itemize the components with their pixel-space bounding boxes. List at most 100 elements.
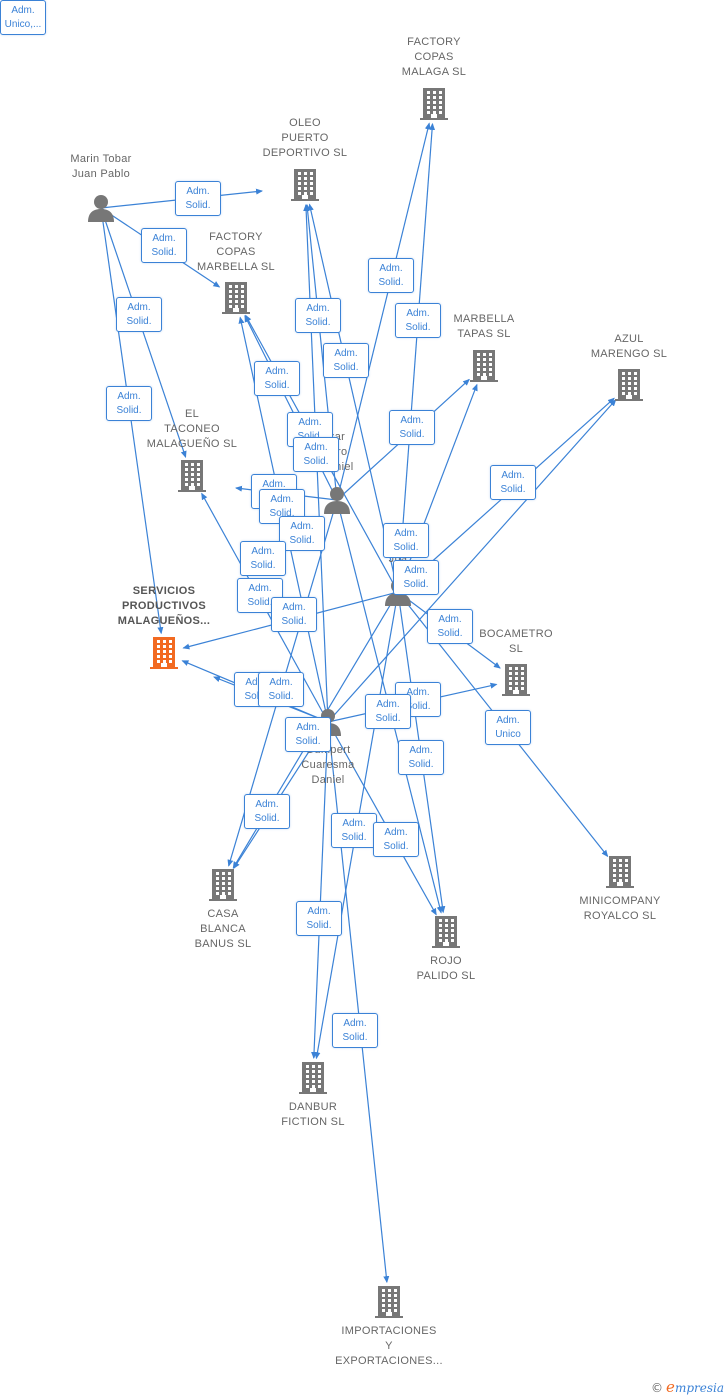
role-badge-line: Adm. — [265, 366, 289, 377]
role-badge[interactable]: Adm.Solid. — [389, 410, 435, 445]
role-badge[interactable]: Adm.Solid. — [373, 822, 419, 857]
role-badge-line: Solid. — [126, 316, 152, 327]
role-badge-line: Solid. — [408, 759, 434, 770]
role-badge[interactable]: Adm.Unico,... — [0, 0, 46, 35]
role-badge[interactable]: Adm.Solid. — [368, 258, 414, 293]
building-icon[interactable] — [290, 168, 320, 207]
role-badge[interactable]: Adm. Solid. — [490, 465, 536, 500]
role-badge[interactable]: Adm.Solid. — [240, 541, 286, 576]
edge-line — [336, 122, 431, 501]
role-badge-line: Solid. — [341, 832, 367, 843]
role-badge-line: Adm. — [270, 494, 294, 505]
node-label-line: FACTORY — [407, 36, 461, 48]
building-icon[interactable] — [177, 459, 207, 498]
role-badge[interactable]: Adm.Solid. — [258, 672, 304, 707]
role-badge[interactable]: Adm.Solid. — [279, 516, 325, 551]
role-badge[interactable]: Adm.Solid. — [293, 437, 339, 472]
node-label-line: SL — [508, 643, 524, 655]
role-badge-line: Solid. — [247, 597, 273, 608]
role-badge[interactable]: Adm.Solid. — [271, 597, 317, 632]
node-label-line: MARENGO SL — [590, 348, 668, 360]
role-badge[interactable]: Adm.Solid. — [175, 181, 221, 216]
node-label-azul[interactable]: AZUL MARENGO SL — [564, 332, 694, 362]
role-badge-line: Solid. — [254, 813, 280, 824]
building-icon[interactable] — [501, 663, 531, 702]
role-badge-line: Adm. — [384, 827, 408, 838]
role-badge-line: Solid. — [151, 247, 177, 258]
role-badge[interactable]: Adm. Unico — [485, 710, 531, 745]
role-badge[interactable]: Adm.Solid. — [383, 523, 429, 558]
building-icon[interactable] — [419, 87, 449, 126]
node-label-line: COPAS — [216, 246, 256, 258]
building-icon[interactable] — [374, 1285, 404, 1324]
role-badge-line: Unico — [495, 729, 521, 740]
role-badge-line: Adm. — [394, 528, 418, 539]
node-label-line: MALAGUEÑOS... — [117, 615, 211, 627]
role-badge[interactable]: Adm.Solid. — [237, 578, 283, 613]
role-badge-line: Adm. — [496, 715, 520, 726]
role-badge[interactable]: Adm.Solid. — [106, 386, 152, 421]
building-icon[interactable] — [605, 855, 635, 894]
person-icon[interactable] — [86, 193, 116, 228]
role-badge[interactable]: Adm.Solid. — [295, 298, 341, 333]
node-label-line: Cuaresma — [301, 759, 355, 771]
role-badge-line: Adm. — [298, 417, 322, 428]
role-badge[interactable]: Adm.Solid. — [393, 560, 439, 595]
person-icon[interactable] — [322, 485, 352, 520]
node-label-line: IMPORTACIONES — [341, 1325, 437, 1337]
role-badge[interactable]: Adm. Solid. — [254, 361, 300, 396]
edge-line — [327, 721, 390, 1284]
role-badge[interactable]: Adm.Solid. — [116, 297, 162, 332]
node-label-line: MALAGUEÑO SL — [146, 438, 238, 450]
role-badge-line: Solid. — [342, 1032, 368, 1043]
role-badge-line: Solid. — [303, 456, 329, 467]
role-badge-line: Solid. — [264, 380, 290, 391]
role-badge[interactable]: Adm.Solid. — [365, 694, 411, 729]
role-badge-line: Solid. — [269, 508, 295, 519]
node-label-line: MINICOMPANY — [579, 895, 661, 907]
building-icon[interactable] — [221, 281, 251, 320]
node-label-line: Daniel — [311, 774, 345, 786]
role-badge[interactable]: Adm.Solid. — [395, 303, 441, 338]
edge-line — [397, 122, 436, 593]
node-label-bocametro[interactable]: BOCAMETRO SL — [451, 627, 581, 657]
role-badge-line: Adm. — [255, 799, 279, 810]
node-label-line: SERVICIOS — [132, 585, 196, 597]
node-label-line: AZUL — [614, 333, 644, 345]
role-badge[interactable]: Adm.Solid. — [323, 343, 369, 378]
building-icon[interactable] — [208, 868, 238, 907]
role-badge-line: Adm. — [501, 470, 525, 481]
role-badge[interactable]: Adm.Solid. — [427, 609, 473, 644]
building-icon[interactable] — [614, 368, 644, 407]
role-badge[interactable]: Adm.Solid. — [331, 813, 377, 848]
brand-initial: e — [666, 1378, 675, 1396]
role-badge[interactable]: Adm.Solid. — [332, 1013, 378, 1048]
node-label-line: BOCAMETRO — [479, 628, 553, 640]
building-icon[interactable] — [431, 915, 461, 954]
building-icon[interactable] — [298, 1061, 328, 1100]
role-badge-line: Solid. — [500, 484, 526, 495]
copyright-symbol: © — [651, 1381, 664, 1395]
role-badge[interactable]: Adm. Solid. — [244, 794, 290, 829]
role-badge-line: Adm. — [282, 602, 306, 613]
brand-name: mpresia — [674, 1381, 724, 1395]
building-icon[interactable] — [149, 636, 179, 675]
role-badge[interactable]: Adm.Solid. — [141, 228, 187, 263]
role-badge-line: Solid. — [288, 430, 332, 444]
role-badge[interactable]: Adm.Solid. — [296, 901, 342, 936]
role-badge[interactable]: Adm.Solid. — [398, 740, 444, 775]
role-badge[interactable]: Adm.Solid. — [285, 717, 331, 752]
building-icon[interactable] — [469, 349, 499, 388]
